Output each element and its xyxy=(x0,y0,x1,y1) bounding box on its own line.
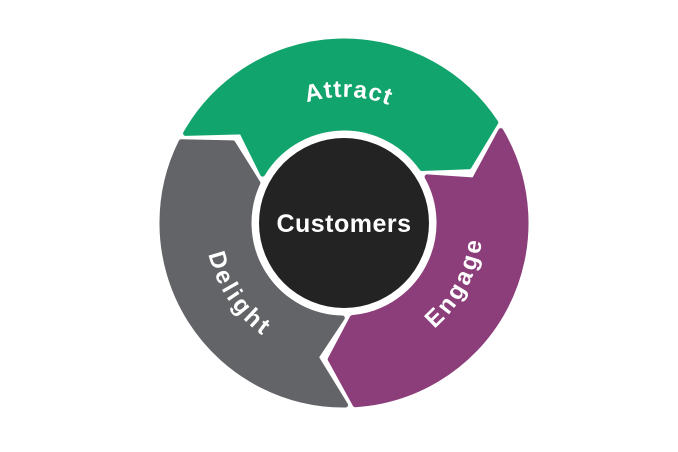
segment-delight xyxy=(159,139,349,408)
segment-attract xyxy=(183,38,499,177)
customers-core-circle xyxy=(259,138,429,308)
segment-engage xyxy=(327,128,529,408)
customers-label: Customers xyxy=(276,210,411,238)
flywheel-segments xyxy=(159,38,529,408)
